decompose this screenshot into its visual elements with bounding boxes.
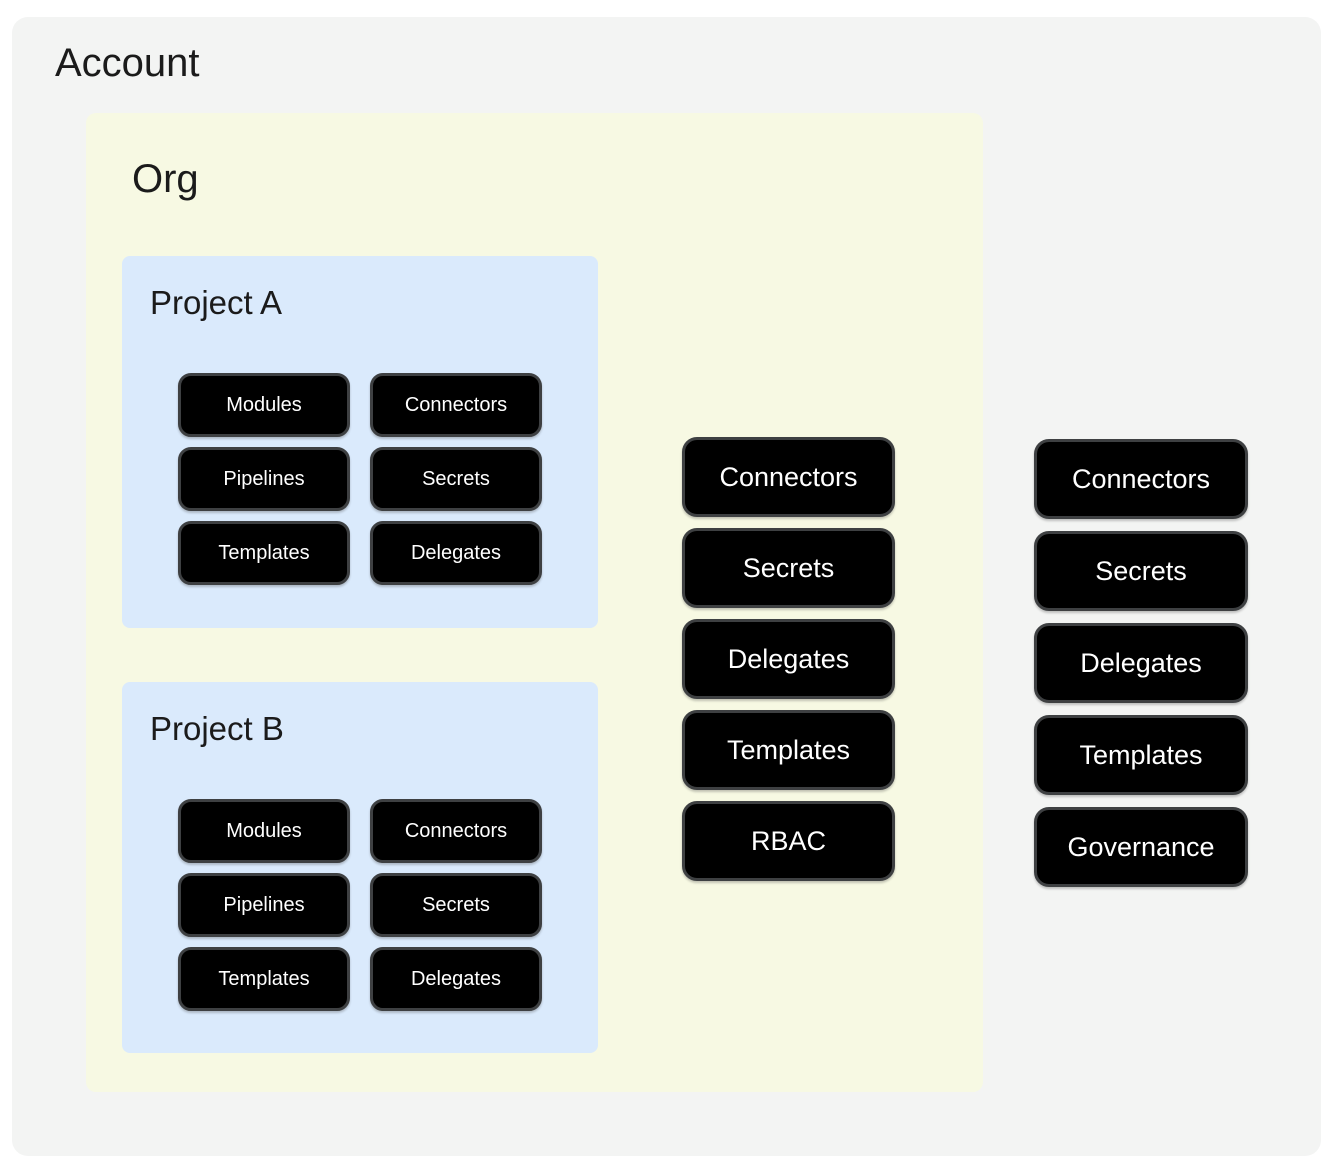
project-b-pill-grid: Modules Connectors Pipelines Secrets Tem… bbox=[178, 799, 542, 1011]
org-pill-rbac: RBAC bbox=[682, 801, 895, 881]
account-pill-delegates: Delegates bbox=[1034, 623, 1248, 703]
project-b-pill-pipelines: Pipelines bbox=[178, 873, 350, 937]
project-b-pill-connectors: Connectors bbox=[370, 799, 542, 863]
project-a-pill-secrets: Secrets bbox=[370, 447, 542, 511]
org-pill-delegates: Delegates bbox=[682, 619, 895, 699]
account-pill-column: Connectors Secrets Delegates Templates G… bbox=[1034, 439, 1248, 887]
project-a-title: Project A bbox=[150, 284, 283, 321]
project-b-pill-modules: Modules bbox=[178, 799, 350, 863]
account-pill-governance: Governance bbox=[1034, 807, 1248, 887]
project-a-pill-pipelines: Pipelines bbox=[178, 447, 350, 511]
org-pill-column: Connectors Secrets Delegates Templates R… bbox=[682, 437, 895, 881]
org-pill-secrets: Secrets bbox=[682, 528, 895, 608]
project-a-pill-templates: Templates bbox=[178, 521, 350, 585]
account-pill-templates: Templates bbox=[1034, 715, 1248, 795]
org-pill-connectors: Connectors bbox=[682, 437, 895, 517]
project-a-box: Project A Modules Connectors Pipelines S… bbox=[122, 256, 598, 628]
account-box: Account Org Project A Modules Connectors… bbox=[12, 17, 1321, 1156]
account-pill-secrets: Secrets bbox=[1034, 531, 1248, 611]
project-b-pill-templates: Templates bbox=[178, 947, 350, 1011]
org-title: Org bbox=[132, 157, 199, 201]
project-a-pill-connectors: Connectors bbox=[370, 373, 542, 437]
project-b-title: Project B bbox=[150, 710, 284, 747]
project-b-box: Project B Modules Connectors Pipelines S… bbox=[122, 682, 598, 1053]
account-title: Account bbox=[55, 41, 200, 85]
account-pill-connectors: Connectors bbox=[1034, 439, 1248, 519]
project-a-pill-modules: Modules bbox=[178, 373, 350, 437]
org-pill-templates: Templates bbox=[682, 710, 895, 790]
project-b-pill-secrets: Secrets bbox=[370, 873, 542, 937]
project-b-pill-delegates: Delegates bbox=[370, 947, 542, 1011]
project-a-pill-delegates: Delegates bbox=[370, 521, 542, 585]
org-box: Org Project A Modules Connectors Pipelin… bbox=[86, 113, 983, 1092]
project-a-pill-grid: Modules Connectors Pipelines Secrets Tem… bbox=[178, 373, 542, 585]
